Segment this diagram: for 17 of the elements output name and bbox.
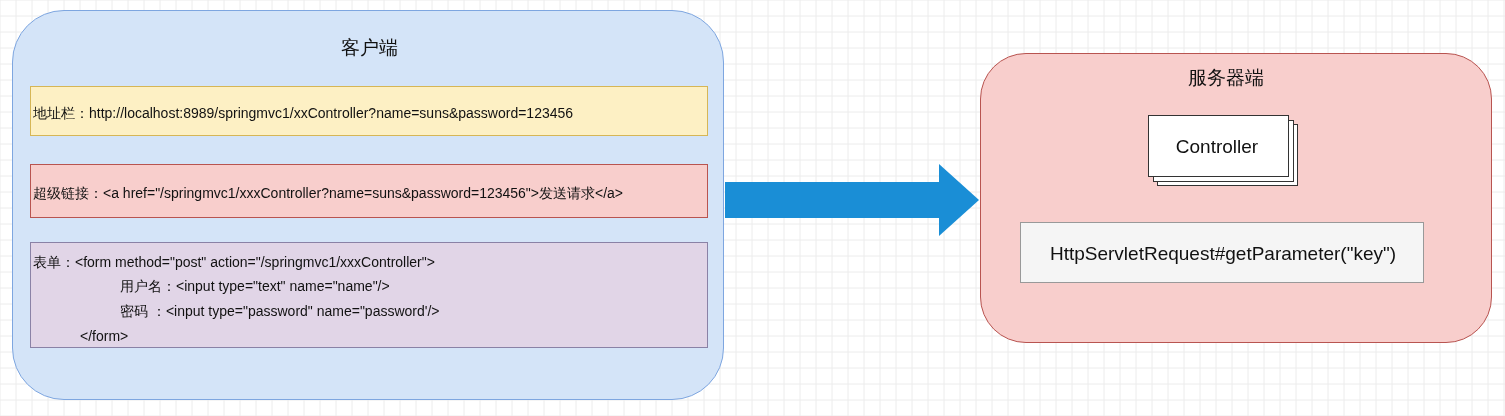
address-bar-box [30,86,708,136]
component-label: Controller [1175,136,1259,158]
server-panel [980,53,1492,343]
code-text: 超级链接：<a href="/springmvc1/xxxController?name=suns&password=123456">发送请求</a> [33,185,624,203]
code-text: HttpServletRequest#getParameter("key") [1049,243,1397,265]
method-box [1020,222,1424,283]
code-text: 地址栏：http://localhost:8989/springmvc1/xxController?name=suns&password=123456 [33,105,574,123]
panel-title: 客户端 [340,36,398,60]
panel-title: 服务器端 [1188,66,1264,90]
form-box [30,242,708,348]
code-text: </form> [80,328,129,344]
code-text: 密码 ：<input type="password" name="password'/> [120,303,440,321]
code-text: 用户名：<input type="text" name="name"/> [120,278,390,296]
client-panel [12,10,724,400]
hyperlink-box [30,164,708,218]
block-arrow [725,164,979,236]
code-text: 表单：<form method="post" action="/springmvc1/xxxController"> [33,254,435,272]
